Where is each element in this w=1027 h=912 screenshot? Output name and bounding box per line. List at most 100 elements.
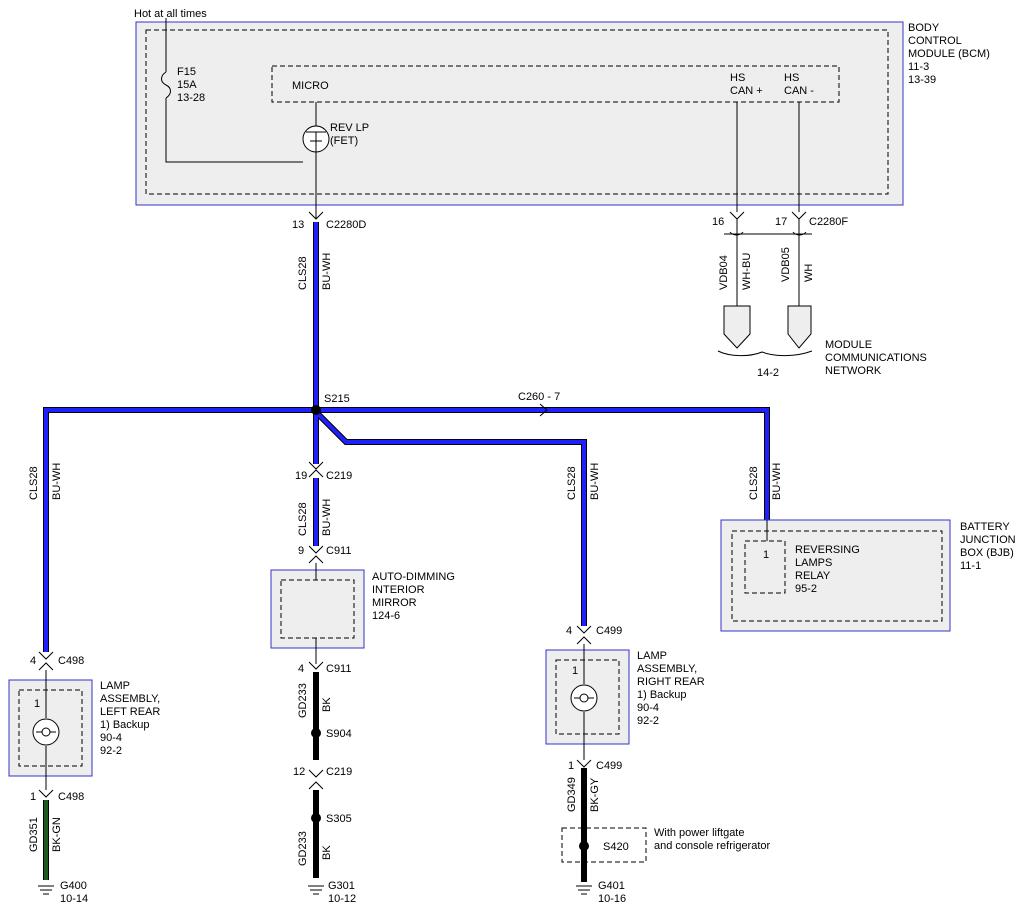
- s420-option-box: [561, 827, 647, 863]
- c498-top-connector-icon: [38, 651, 54, 671]
- c2280f-pin16: 16: [712, 216, 724, 228]
- lamp-right-line-5: 90-4: [637, 702, 659, 714]
- c499-bot-pin: 1: [568, 760, 574, 772]
- wire-buwh-bjb: BU-WH: [771, 463, 783, 500]
- c911-bot-pin: 4: [298, 663, 304, 675]
- lamp-left-line-1: LAMP: [100, 680, 130, 692]
- mirror-line-3: MIRROR: [372, 597, 417, 609]
- relay-ref: 95-2: [795, 583, 817, 595]
- wire-buwh-main: BU-WH: [321, 253, 333, 290]
- vdb05-label: VDB05: [780, 247, 792, 282]
- bcm-module: MICRO HS CAN + HS CAN - BODY CONTROL MOD…: [135, 21, 990, 206]
- mirror-line-2: INTERIOR: [372, 584, 425, 596]
- wire-cls28-mirror: CLS28: [297, 502, 309, 536]
- g401-ref: 10-16: [598, 893, 626, 905]
- s305-label: S305: [326, 813, 352, 825]
- g301-label: G301: [328, 880, 355, 892]
- c498-bot-pin: 1: [30, 791, 36, 803]
- c499-top-pin: 4: [566, 625, 572, 637]
- s215-splice-icon: [311, 405, 321, 415]
- network-arrow-icon-2: [787, 305, 812, 349]
- g301-ref: 10-12: [328, 893, 356, 905]
- lamp-right-pin: 1: [572, 665, 578, 677]
- network-ref: 14-2: [757, 367, 779, 379]
- g401-ground-icon: [576, 885, 592, 895]
- c498-top-pin: 4: [30, 655, 36, 667]
- fuse-feed-wire: [165, 18, 303, 163]
- wire-gd351: GD351: [28, 817, 40, 852]
- c219-top-pin: 19: [295, 470, 307, 482]
- bjb-ref: 11-1: [960, 560, 981, 572]
- bjb-pin: 1: [763, 549, 769, 561]
- g401-label: G401: [598, 880, 625, 892]
- s904-label: S904: [326, 728, 352, 740]
- wh-label: WH: [803, 264, 815, 282]
- bcm-name-1: BODY: [908, 22, 940, 34]
- g400-ground-icon: [38, 885, 54, 895]
- c2280f-pin17: 17: [775, 216, 787, 228]
- option-note-2: and console refrigerator: [654, 840, 771, 852]
- fet-label: (FET): [330, 135, 358, 147]
- hscan-minus-2: CAN -: [784, 85, 814, 97]
- can-internal-wires: [736, 102, 800, 212]
- vdb04-label: VDB04: [718, 255, 730, 290]
- hot-label: Hot at all times: [134, 8, 207, 20]
- c499-top-label: C499: [596, 625, 622, 637]
- wire-cls28-main: CLS28: [297, 256, 309, 290]
- lamp-left-bulb-icon: [32, 718, 60, 746]
- g400-label: G400: [60, 880, 87, 892]
- c2280d-connector-icon: [308, 211, 324, 220]
- c498-bot-connector-icon: [38, 789, 54, 798]
- lamp-right-line-6: 92-2: [637, 715, 659, 727]
- c499-bot-connector-icon: [576, 759, 592, 768]
- s215-label: S215: [324, 393, 350, 405]
- lamp-right-line-3: RIGHT REAR: [637, 676, 705, 688]
- c911-bot-connector-icon: [308, 661, 324, 670]
- bjb-line-2: JUNCTION: [960, 534, 1016, 546]
- lamp-right-line-2: ASSEMBLY,: [637, 663, 697, 675]
- s420-splice-icon: [579, 841, 589, 851]
- fuse-id: F15: [177, 66, 196, 78]
- can-wires: [736, 219, 800, 308]
- mirror-module: [270, 569, 365, 649]
- relay-line-2: LAMPS: [795, 557, 832, 569]
- lamp-left-line-5: 90-4: [100, 732, 122, 744]
- s904-splice-icon: [311, 728, 321, 738]
- cls28-wires: [43, 222, 770, 652]
- wire-bkgn: BK-GN: [51, 817, 63, 852]
- c2280d-pin: 13: [292, 219, 304, 231]
- s305-splice-icon: [311, 813, 321, 823]
- c911-top-pin: 9: [298, 545, 304, 557]
- c2280f-label: C2280F: [809, 216, 848, 228]
- lamp-right-line-1: LAMP: [637, 650, 667, 662]
- lamp-right-line-4: 1) Backup: [637, 689, 687, 701]
- revlp-label: REV LP: [330, 122, 369, 134]
- c219-bot-pin: 12: [293, 766, 305, 778]
- c219-top-label: C219: [326, 470, 352, 482]
- c911-top-label: C911: [326, 545, 351, 557]
- c498-bot-label: C498: [58, 791, 84, 803]
- wire-gd233-1: GD233: [297, 683, 309, 718]
- network-brace-icon: [717, 350, 813, 357]
- network-line-1: MODULE: [825, 339, 872, 351]
- wire-cls28-left: CLS28: [28, 466, 40, 500]
- fet-icon: [302, 125, 330, 153]
- c911-top-connector-icon: [308, 545, 324, 564]
- lamp-left-line-4: 1) Backup: [100, 719, 150, 731]
- g400-ref: 10-14: [60, 893, 88, 905]
- bcm-ref-1: 11-3: [908, 61, 929, 73]
- c219-bot-label: C219: [326, 766, 352, 778]
- wire-bk-1: BK: [321, 697, 333, 712]
- lamp-left-line-3: LEFT REAR: [100, 706, 160, 718]
- wire-buwh-mirror: BU-WH: [321, 499, 333, 536]
- c499-bot-label: C499: [596, 760, 622, 772]
- c219-bot-connector-icon: [308, 769, 324, 790]
- micro-label: MICRO: [292, 80, 329, 92]
- bcm-ref-2: 13-39: [908, 74, 936, 86]
- network-line-2: COMMUNICATIONS: [825, 352, 927, 364]
- lamp-left-pin: 1: [34, 698, 40, 710]
- hscan-minus-1: HS: [784, 72, 799, 84]
- lamp-right-bulb-icon: [570, 684, 598, 712]
- fuse-ref: 13-28: [177, 92, 205, 104]
